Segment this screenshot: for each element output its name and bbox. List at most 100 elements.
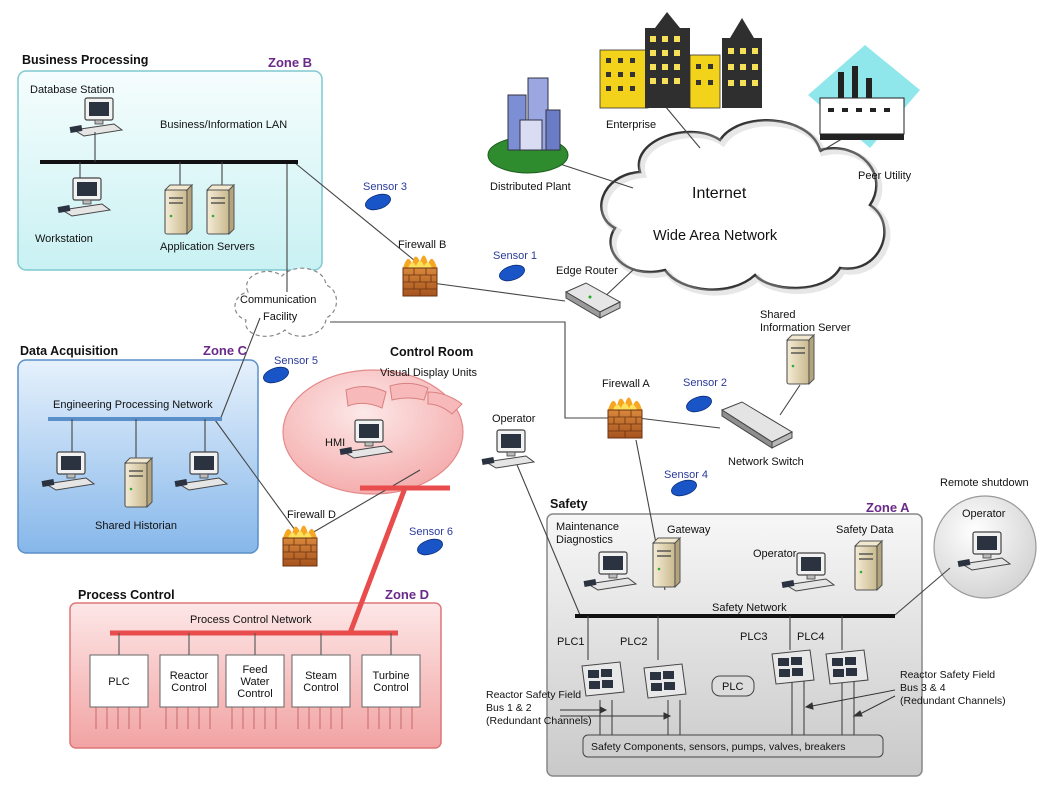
sensor-3-icon[interactable] bbox=[363, 190, 393, 214]
process-unit-box[interactable] bbox=[225, 654, 285, 708]
zone-c-label: Zone C bbox=[203, 343, 248, 358]
zone-b-box bbox=[17, 70, 323, 271]
bus34-label-2: Bus 3 & 4 bbox=[900, 682, 946, 694]
bus34-arrows bbox=[804, 689, 896, 717]
shared-historian-icon[interactable] bbox=[124, 457, 153, 508]
visual-display-units-icon bbox=[345, 382, 463, 415]
shared-server-label-1: Shared bbox=[760, 309, 795, 321]
maintenance-label-2: Diagnostics bbox=[556, 534, 613, 546]
edge-router-icon[interactable] bbox=[564, 282, 622, 319]
process-unit[interactable]: PLC bbox=[89, 633, 149, 729]
safety-data-icon[interactable] bbox=[854, 540, 883, 591]
sensor-6-label: Sensor 6 bbox=[409, 526, 453, 538]
hmi-label: HMI bbox=[325, 437, 345, 449]
peer-utility-label: Peer Utility bbox=[858, 170, 912, 182]
business-lan-label: Business/Information LAN bbox=[160, 119, 287, 131]
plc1-module-icon[interactable] bbox=[581, 661, 625, 697]
control-room-title: Control Room bbox=[390, 345, 473, 359]
communication-facility-cloud bbox=[234, 267, 338, 337]
process-unit-box[interactable] bbox=[291, 654, 351, 708]
control-room-operator-icon[interactable] bbox=[480, 429, 535, 469]
sensor-2-icon[interactable] bbox=[684, 392, 714, 416]
application-servers-label: Application Servers bbox=[160, 241, 255, 253]
bus12-arrows bbox=[560, 706, 672, 720]
firewall-a-label: Firewall A bbox=[602, 378, 650, 390]
plc4-module-icon[interactable] bbox=[825, 649, 869, 685]
zone-c-title: Data Acquisition bbox=[20, 344, 118, 358]
network-switch-label: Network Switch bbox=[728, 456, 804, 468]
network-switch-icon[interactable] bbox=[720, 401, 794, 449]
firewall-b-label: Firewall B bbox=[398, 239, 446, 251]
process-unit-label: Turbine bbox=[373, 670, 410, 682]
firewall-d-label: Firewall D bbox=[287, 509, 336, 521]
process-unit-label: Reactor bbox=[170, 670, 209, 682]
sensor-3-label: Sensor 3 bbox=[363, 181, 407, 193]
plc2-label: PLC2 bbox=[620, 636, 648, 648]
zone-d-title: Process Control bbox=[78, 588, 175, 602]
connection-lines bbox=[214, 99, 951, 616]
distributed-plant-icon bbox=[487, 77, 569, 174]
sensor-1-icon[interactable] bbox=[497, 261, 527, 285]
process-unit-label: Steam bbox=[305, 670, 337, 682]
workstation-label: Workstation bbox=[35, 233, 93, 245]
zone-c-box bbox=[17, 359, 259, 554]
bus34-label-3: (Redundant Channels) bbox=[900, 695, 1006, 707]
shared-information-server-icon[interactable] bbox=[786, 334, 815, 385]
plc4-label: PLC4 bbox=[797, 631, 825, 643]
remote-operator-label: Operator bbox=[962, 508, 1006, 520]
plc1-label: PLC1 bbox=[557, 636, 585, 648]
sensor-1-label: Sensor 1 bbox=[493, 250, 537, 262]
sensor-5-icon[interactable] bbox=[261, 363, 291, 387]
application-server-icon[interactable] bbox=[206, 184, 235, 235]
process-unit-label: PLC bbox=[108, 676, 129, 688]
zone-a-box bbox=[546, 513, 923, 777]
internet-cloud bbox=[600, 119, 891, 296]
process-unit-label: Control bbox=[237, 688, 272, 700]
control-room-operator-label: Operator bbox=[492, 413, 536, 425]
sensor-6-icon[interactable] bbox=[415, 535, 445, 559]
comm-facility-label-1: Communication bbox=[240, 294, 316, 306]
process-unit-label: Control bbox=[303, 682, 338, 694]
zone-a-title: Safety bbox=[550, 497, 588, 511]
enterprise-icon bbox=[599, 12, 762, 109]
wide-area-network-label: Wide Area Network bbox=[653, 228, 778, 244]
process-unit-box[interactable] bbox=[89, 654, 149, 708]
application-server-icon[interactable] bbox=[164, 184, 193, 235]
firewall-a-icon[interactable] bbox=[607, 396, 643, 439]
sensor-4-label: Sensor 4 bbox=[664, 469, 708, 481]
standby-plc-label: PLC bbox=[722, 681, 743, 693]
process-unit-box[interactable] bbox=[361, 654, 421, 708]
plc3-module-icon[interactable] bbox=[771, 649, 815, 685]
zone-a-label: Zone A bbox=[866, 500, 910, 515]
bus34-label-1: Reactor Safety Field bbox=[900, 669, 995, 681]
safety-operator-label: Operator bbox=[753, 548, 797, 560]
edge-router-label: Edge Router bbox=[556, 265, 618, 277]
maintenance-label-1: Maintenance bbox=[556, 521, 619, 533]
sensor-5-label: Sensor 5 bbox=[274, 355, 318, 367]
process-unit-label: Water bbox=[241, 676, 270, 688]
visual-display-units-label: Visual Display Units bbox=[380, 367, 478, 379]
safety-data-label: Safety Data bbox=[836, 524, 894, 536]
firewall-b-icon[interactable] bbox=[402, 254, 438, 297]
firewall-d-icon[interactable] bbox=[282, 524, 318, 567]
comm-facility-label-2: Facility bbox=[263, 311, 298, 323]
process-unit-box[interactable] bbox=[159, 654, 219, 708]
internet-label: Internet bbox=[692, 185, 747, 202]
engineering-network-label: Engineering Processing Network bbox=[53, 399, 213, 411]
pcn-uplink bbox=[347, 487, 408, 634]
bus12-label-1: Reactor Safety Field bbox=[486, 689, 581, 701]
process-control-network-label: Process Control Network bbox=[190, 614, 312, 626]
gateway-icon[interactable] bbox=[652, 537, 681, 588]
plc2-module-icon[interactable] bbox=[643, 663, 687, 699]
peer-utility-icon bbox=[808, 45, 920, 148]
gateway-label: Gateway bbox=[667, 524, 711, 536]
sensor-2-label: Sensor 2 bbox=[683, 377, 727, 389]
zone-d-label: Zone D bbox=[385, 587, 429, 602]
zone-b-title: Business Processing bbox=[22, 53, 148, 67]
